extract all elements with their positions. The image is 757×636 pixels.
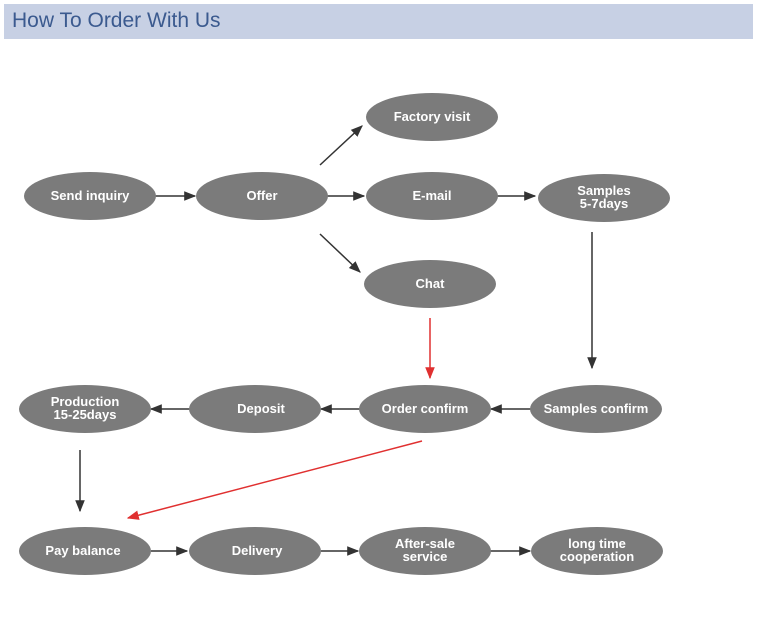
- node-label: Factory visit: [394, 109, 471, 124]
- node-label: Deposit: [237, 401, 285, 416]
- node-label: Pay balance: [45, 543, 120, 558]
- node-delivery: Delivery: [189, 527, 321, 575]
- node-label-line2: 5-7days: [580, 196, 628, 211]
- node-label: Chat: [416, 276, 446, 291]
- node-chat: Chat: [364, 260, 496, 308]
- node-send-inquiry: Send inquiry: [24, 172, 156, 220]
- node-samples-confirm: Samples confirm: [530, 385, 662, 433]
- edge-offer-to-factory-visit: [319, 125, 363, 166]
- page-title: How To Order With Us: [12, 9, 221, 32]
- node-label-line1: Production: [51, 394, 120, 409]
- node-offer: Offer: [196, 172, 328, 220]
- header-bar: How To Order With Us: [4, 4, 753, 39]
- node-label-line1: Samples: [577, 183, 630, 198]
- node-label: Send inquiry: [51, 188, 131, 203]
- edge-offer-to-chat: [319, 233, 361, 273]
- node-email: E-mail: [366, 172, 498, 220]
- node-label: Order confirm: [382, 401, 469, 416]
- edges-group: [75, 125, 597, 556]
- node-label-line2: 15-25days: [54, 407, 117, 422]
- node-long-time-cooperation: long time cooperation: [531, 527, 663, 575]
- node-label-line2: service: [403, 549, 448, 564]
- node-after-sale: After-sale service: [359, 527, 491, 575]
- node-deposit: Deposit: [189, 385, 321, 433]
- node-samples: Samples 5-7days: [538, 174, 670, 222]
- node-label-line1: After-sale: [395, 536, 455, 551]
- node-label: E-mail: [412, 188, 451, 203]
- node-label: Delivery: [232, 543, 283, 558]
- node-label-line1: long time: [568, 536, 626, 551]
- edge-order-confirm-to-pay-balance: [126, 440, 423, 520]
- node-production: Production 15-25days: [19, 385, 151, 433]
- node-label-line2: cooperation: [560, 549, 634, 564]
- node-order-confirm: Order confirm: [359, 385, 491, 433]
- node-label: Offer: [246, 188, 277, 203]
- node-factory-visit: Factory visit: [366, 93, 498, 141]
- node-pay-balance: Pay balance: [19, 527, 151, 575]
- node-label: Samples confirm: [544, 401, 649, 416]
